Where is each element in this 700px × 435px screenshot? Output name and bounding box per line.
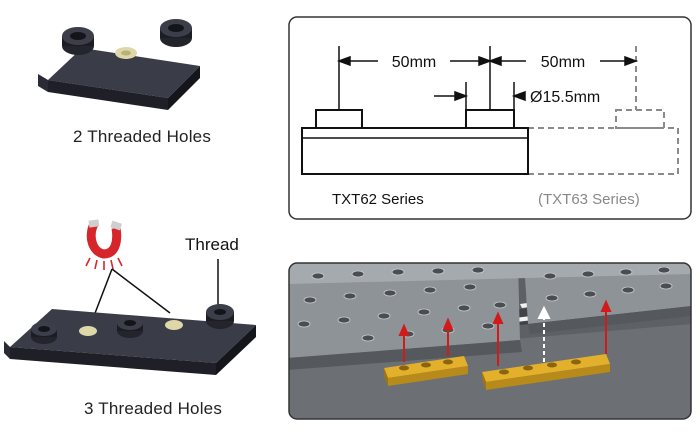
caption-three-threaded-holes: 3 Threaded Holes (84, 399, 223, 418)
dimension-spacing-right: 50mm (541, 54, 585, 71)
magnet-icon (85, 219, 123, 270)
installation-illustration-panel (288, 262, 692, 420)
caption-two-threaded-holes: 2 Threaded Holes (73, 127, 212, 146)
series-label-txt62: TXT62 Series (332, 191, 424, 208)
three-hole-plate-image (4, 259, 256, 375)
dimension-hole-diameter: Ø15.5mm (530, 89, 600, 106)
dimension-diagram-panel: 50mm 50mm Ø15.5mm TXT62 Series (TXT63 Se… (288, 16, 692, 220)
series-label-txt63: (TXT63 Series) (538, 191, 640, 208)
dimension-spacing-left: 50mm (392, 54, 436, 71)
two-hole-plate-image (38, 19, 200, 110)
thread-label: Thread (185, 235, 239, 254)
